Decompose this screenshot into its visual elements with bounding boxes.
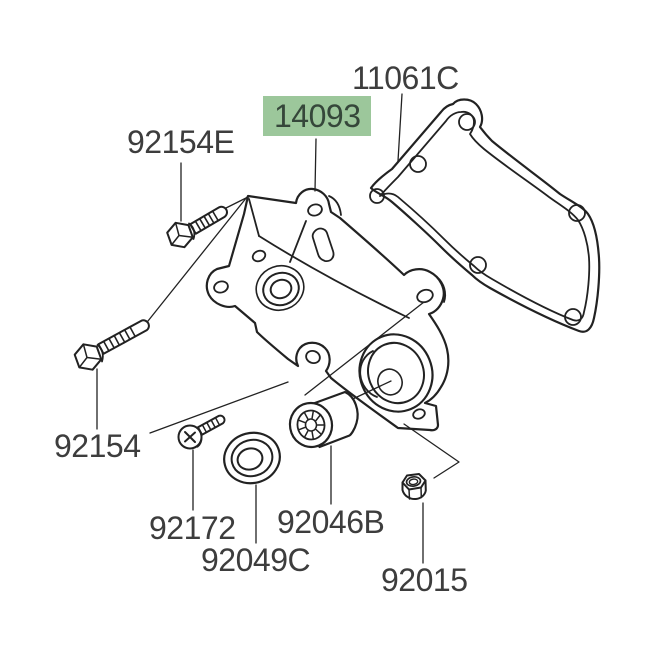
needle-bearing-drawing: [288, 390, 359, 449]
part-label-92015[interactable]: 92015: [381, 562, 468, 598]
part-label-11061C[interactable]: 11061C: [352, 60, 459, 96]
part-label-14093-highlighted[interactable]: 14093: [263, 96, 372, 136]
leader-lines: [96, 93, 424, 564]
part-label-92046B[interactable]: 92046B: [277, 504, 385, 540]
oil-seal-drawing: [223, 431, 281, 485]
part-label-92172[interactable]: 92172: [149, 510, 236, 546]
bolt-short-drawing: [166, 205, 229, 249]
screw-drawing: [177, 414, 226, 450]
cover-drawing: [205, 187, 450, 432]
gasket-drawing: [369, 98, 601, 333]
part-label-92049C[interactable]: 92049C: [201, 542, 311, 578]
bolt-long-drawing: [73, 319, 150, 371]
part-label-92154[interactable]: 92154: [54, 428, 141, 464]
part-label-92154E[interactable]: 92154E: [127, 124, 235, 160]
nut-drawing: [401, 473, 427, 501]
